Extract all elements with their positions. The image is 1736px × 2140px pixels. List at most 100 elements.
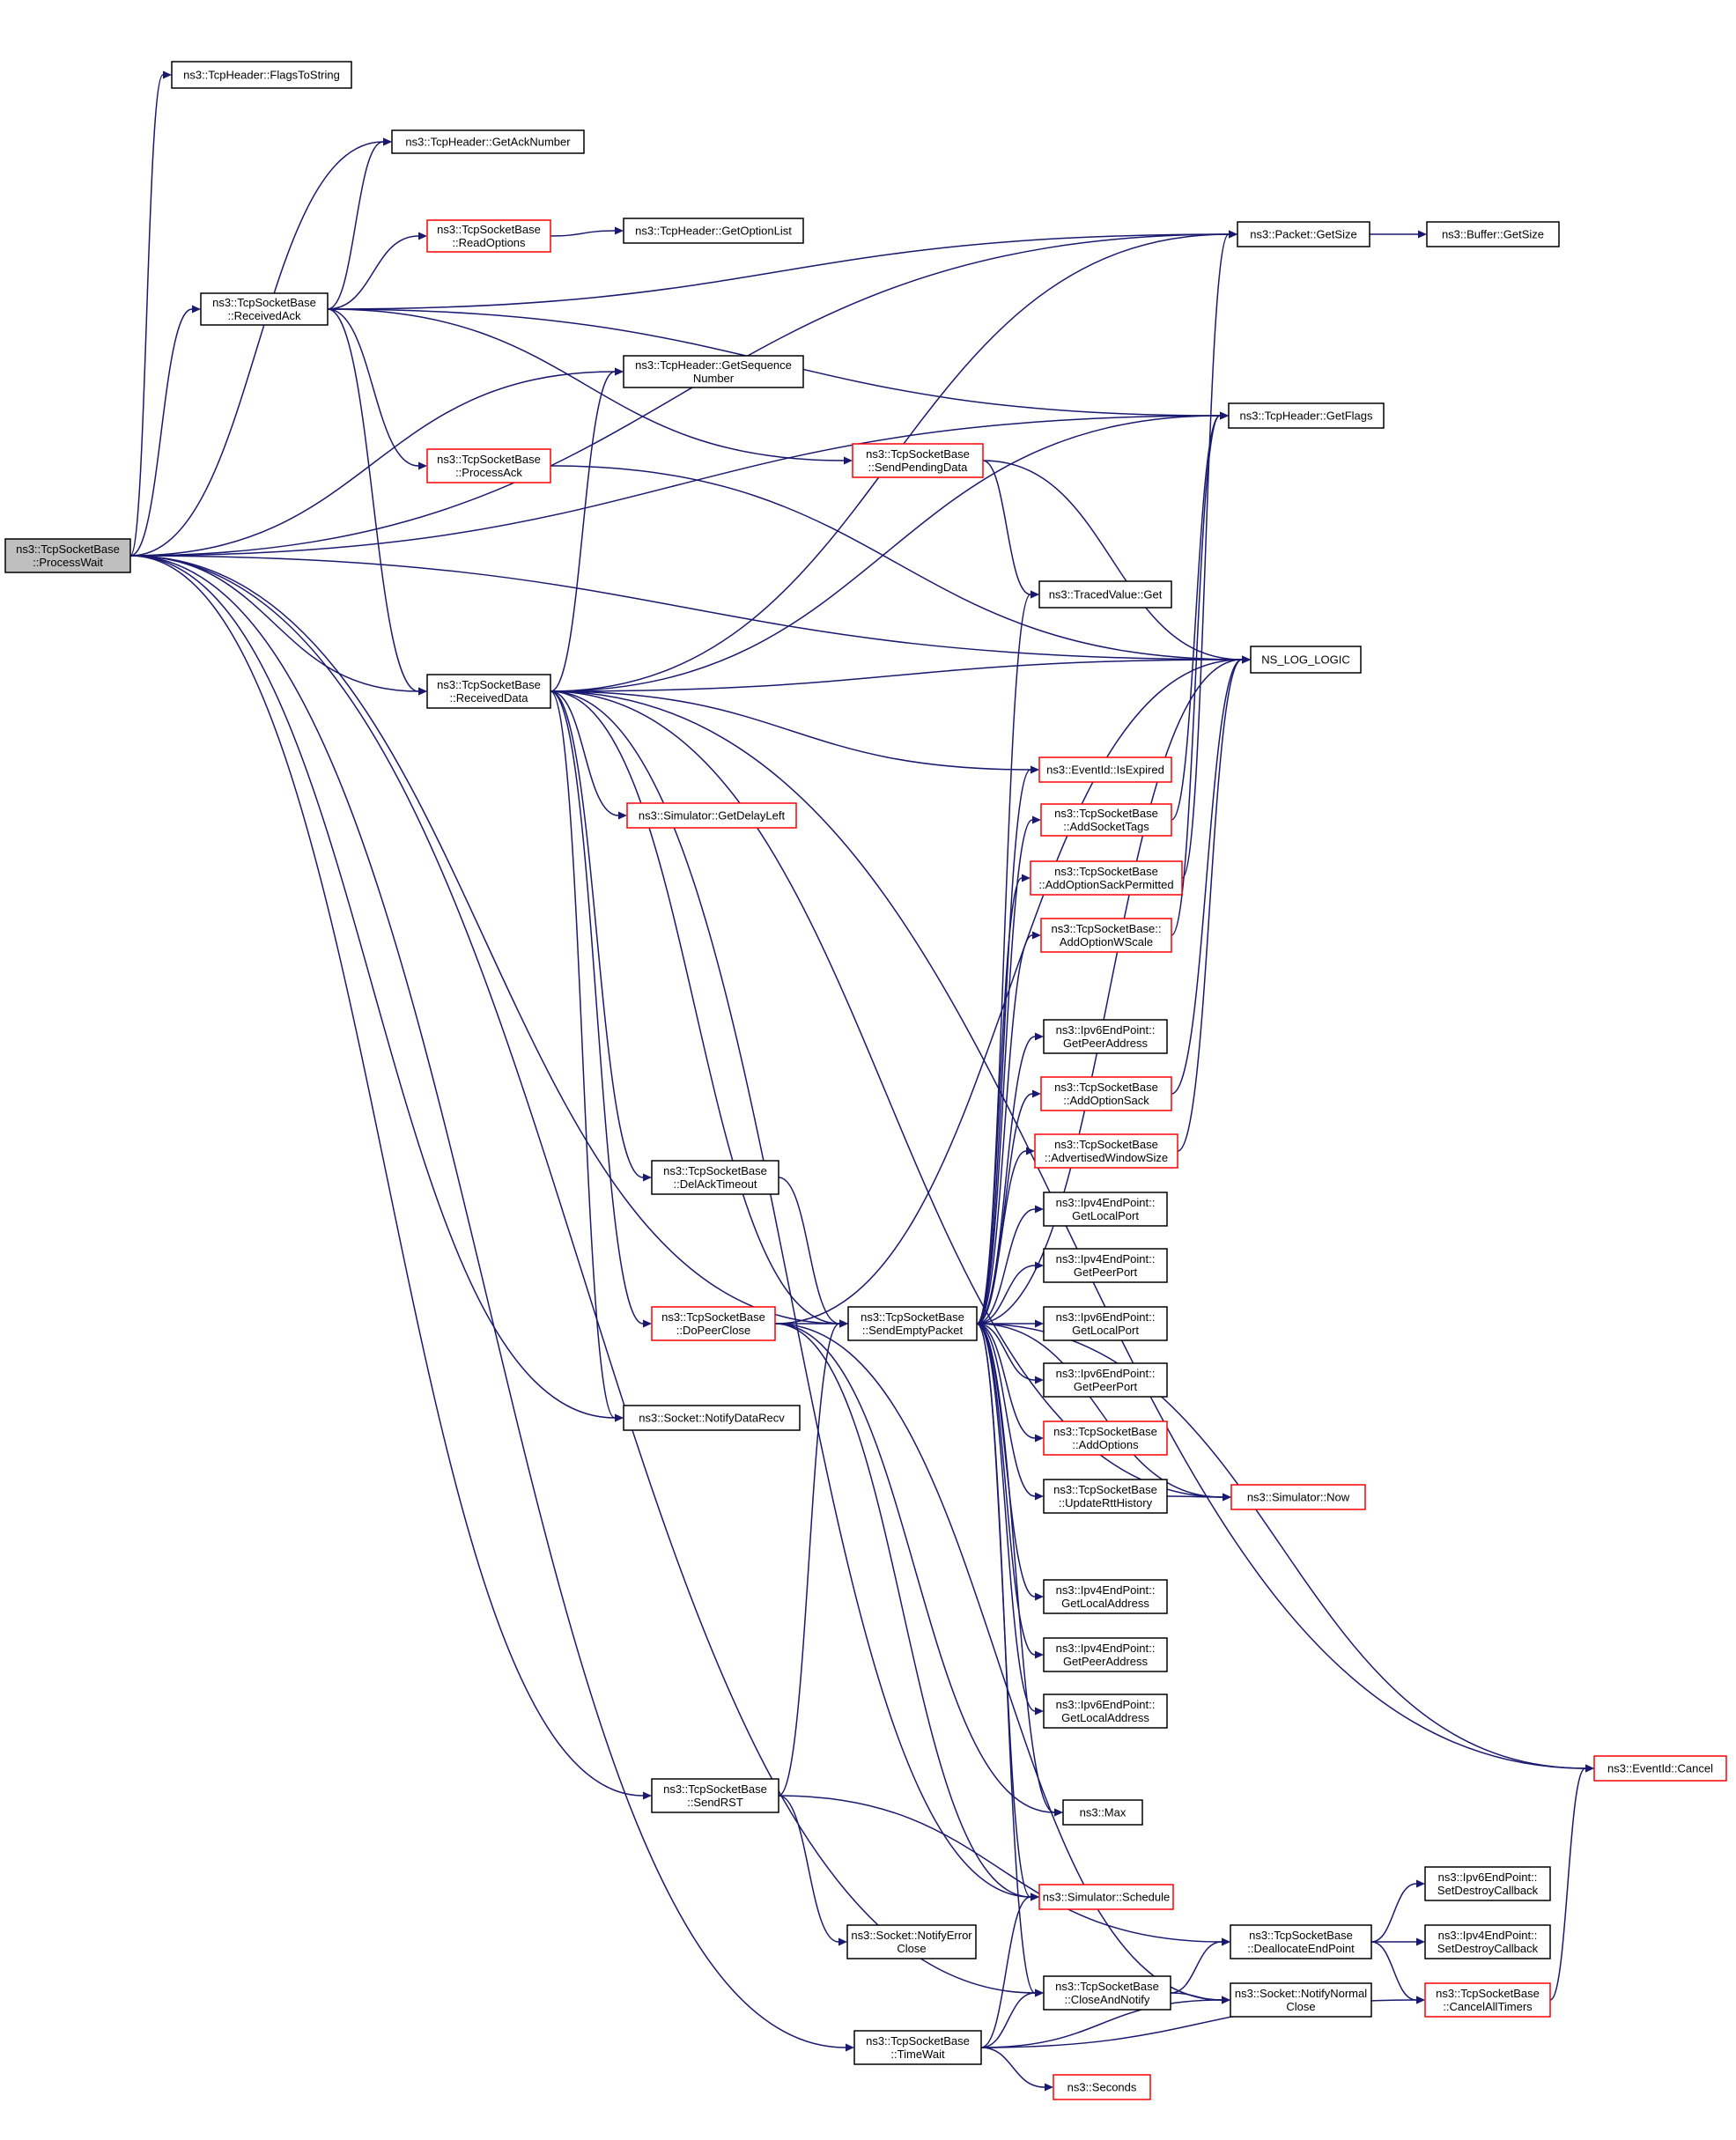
node-received-data[interactable]: ns3::TcpSocketBase::ReceivedData	[426, 674, 551, 709]
node-flags-to-string[interactable]: ns3::TcpHeader::FlagsToString	[171, 61, 352, 89]
node-advertised-window-size[interactable]: ns3::TcpSocketBase::AdvertisedWindowSize	[1034, 1133, 1178, 1169]
node-label: ns3::Buffer::GetSize	[1442, 228, 1544, 241]
call-edge	[327, 308, 845, 461]
node-event-id-cancel[interactable]: ns3::EventId::Cancel	[1593, 1755, 1727, 1782]
node-box	[1043, 1019, 1168, 1054]
node-close-and-notify[interactable]: ns3::TcpSocketBase::CloseAndNotify	[1043, 1975, 1171, 2011]
node-label: ns3::Ipv6EndPoint::	[1056, 1698, 1156, 1711]
node-read-options[interactable]: ns3::TcpSocketBase::ReadOptions	[426, 219, 551, 253]
call-edge-line	[327, 308, 845, 461]
node-box	[1250, 646, 1362, 674]
node-do-peer-close[interactable]: ns3::TcpSocketBase::DoPeerClose	[651, 1306, 776, 1341]
call-edge	[976, 1323, 1036, 1381]
call-edge-line	[976, 1265, 1036, 1325]
arrowhead-icon	[1418, 230, 1427, 239]
node-ipv6-get-local-port[interactable]: ns3::Ipv6EndPoint::GetLocalPort	[1043, 1306, 1168, 1341]
node-label: ::DelAckTimeout	[674, 1177, 757, 1191]
call-edge-line	[129, 555, 616, 1419]
call-edge	[129, 555, 419, 692]
node-ipv4-set-destroy-callback[interactable]: ns3::Ipv4EndPoint::SetDestroyCallback	[1424, 1924, 1551, 1959]
node-add-socket-tags[interactable]: ns3::TcpSocketBase::AddSocketTags	[1040, 803, 1172, 837]
node-simulator-schedule[interactable]: ns3::Simulator::Schedule	[1038, 1884, 1174, 1910]
node-box	[1230, 1924, 1372, 1959]
node-ipv4-get-peer-address[interactable]: ns3::Ipv4EndPoint::GetPeerAddress	[1043, 1637, 1168, 1672]
node-ipv6-get-peer-address[interactable]: ns3::Ipv6EndPoint::GetPeerAddress	[1043, 1019, 1168, 1054]
call-edge	[327, 308, 419, 692]
node-ipv4-get-peer-port[interactable]: ns3::Ipv4EndPoint::GetPeerPort	[1043, 1248, 1168, 1283]
node-packet-get-size[interactable]: ns3::Packet::GetSize	[1237, 221, 1370, 247]
node-ns-log-logic[interactable]: NS_LOG_LOGIC	[1250, 646, 1362, 674]
node-add-option-sack-permitted[interactable]: ns3::TcpSocketBase::AddOptionSackPermitt…	[1030, 860, 1183, 896]
node-ipv4-get-local-port[interactable]: ns3::Ipv4EndPoint::GetLocalPort	[1043, 1192, 1168, 1227]
node-get-ack-number[interactable]: ns3::TcpHeader::GetAckNumber	[391, 129, 585, 154]
node-ipv6-set-destroy-callback[interactable]: ns3::Ipv6EndPoint::SetDestroyCallback	[1424, 1866, 1551, 1901]
call-edge-line	[976, 1323, 1223, 1498]
node-label: NS_LOG_LOGIC	[1261, 653, 1349, 667]
node-get-flags[interactable]: ns3::TcpHeader::GetFlags	[1228, 402, 1385, 429]
node-process-wait[interactable]: ns3::TcpSocketBase::ProcessWait	[4, 538, 131, 573]
node-send-r-s-t[interactable]: ns3::TcpSocketBase::SendRST	[651, 1778, 779, 1813]
node-box	[651, 1160, 779, 1195]
node-ipv6-get-local-address[interactable]: ns3::Ipv6EndPoint::GetLocalAddress	[1043, 1694, 1168, 1729]
node-box	[426, 219, 551, 253]
node-box	[1043, 1248, 1168, 1283]
node-label: ns3::TcpHeader::GetSequence	[635, 358, 792, 372]
call-edge	[1170, 1941, 1223, 1994]
node-label: ns3::Ipv6EndPoint::	[1056, 1310, 1156, 1324]
call-edge	[1171, 659, 1243, 1095]
node-simulator-now[interactable]: ns3::Simulator::Now	[1230, 1484, 1366, 1510]
call-edge	[1549, 1767, 1586, 2001]
node-notify-data-recv[interactable]: ns3::Socket::NotifyDataRecv	[623, 1405, 801, 1431]
call-edge-line	[976, 877, 1023, 1325]
node-add-options[interactable]: ns3::TcpSocketBase::AddOptions	[1043, 1421, 1168, 1456]
node-seconds[interactable]: ns3::Seconds	[1053, 2074, 1151, 2100]
node-deallocate-end-point[interactable]: ns3::TcpSocketBase::DeallocateEndPoint	[1230, 1924, 1372, 1959]
call-edge	[550, 230, 616, 237]
call-edge-line	[778, 1795, 1223, 1943]
call-edge-line	[129, 555, 419, 692]
call-edge-line	[129, 233, 1230, 557]
call-edge	[1370, 1941, 1417, 2001]
node-box	[1053, 2074, 1151, 2100]
node-ipv6-get-peer-port[interactable]: ns3::Ipv6EndPoint::GetPeerPort	[1043, 1362, 1168, 1398]
arrowhead-icon	[1031, 765, 1039, 774]
node-send-empty-packet[interactable]: ns3::TcpSocketBase::SendEmptyPacket	[847, 1306, 978, 1341]
node-max[interactable]: ns3::Max	[1062, 1799, 1143, 1826]
arrowhead-icon	[1220, 411, 1229, 420]
node-label: AddOptionWScale	[1060, 935, 1153, 948]
node-send-pending-data[interactable]: ns3::TcpSocketBase::SendPendingData	[852, 443, 984, 478]
call-edge	[982, 460, 1031, 595]
node-received-ack[interactable]: ns3::TcpSocketBase::ReceivedAck	[200, 292, 329, 326]
call-edge-line	[980, 1999, 1223, 2048]
node-get-option-list[interactable]: ns3::TcpHeader::GetOptionList	[623, 218, 804, 244]
call-edge	[976, 1323, 1036, 1656]
node-time-wait[interactable]: ns3::TcpSocketBase::TimeWait	[853, 2030, 982, 2065]
node-update-rtt-history[interactable]: ns3::TcpSocketBase::UpdateRttHistory	[1043, 1479, 1168, 1514]
node-cancel-all-timers[interactable]: ns3::TcpSocketBase::CancelAllTimers	[1424, 1982, 1551, 2018]
node-label: ns3::TcpSocketBase	[1054, 865, 1158, 878]
node-label: ns3::TcpSocketBase::	[1051, 922, 1161, 935]
call-edge-line	[1171, 415, 1221, 821]
node-is-expired[interactable]: ns3::EventId::IsExpired	[1038, 756, 1172, 783]
call-edge-line	[982, 460, 1243, 660]
node-add-option-sack[interactable]: ns3::TcpSocketBase::AddOptionSack	[1040, 1076, 1172, 1111]
node-buffer-get-size[interactable]: ns3::Buffer::GetSize	[1426, 221, 1560, 247]
node-label: ::CloseAndNotify	[1065, 1993, 1150, 2006]
node-traced-value-get[interactable]: ns3::TracedValue::Get	[1038, 580, 1172, 609]
call-edge	[550, 690, 1031, 1898]
arrowhead-icon	[1035, 1707, 1044, 1716]
call-edge-line	[129, 415, 1221, 557]
call-edge	[774, 1323, 1031, 1898]
node-del-ack-timeout[interactable]: ns3::TcpSocketBase::DelAckTimeout	[651, 1160, 779, 1195]
node-process-ack[interactable]: ns3::TcpSocketBase::ProcessAck	[426, 448, 551, 483]
node-label: GetPeerPort	[1074, 1266, 1138, 1279]
node-ipv4-get-local-address[interactable]: ns3::Ipv4EndPoint::GetLocalAddress	[1043, 1579, 1168, 1614]
arrowhead-icon	[418, 687, 427, 696]
call-edge	[976, 1150, 1027, 1325]
node-get-delay-left[interactable]: ns3::Simulator::GetDelayLeft	[626, 802, 797, 829]
node-add-option-w-scale[interactable]: ns3::TcpSocketBase::AddOptionWScale	[1040, 918, 1172, 953]
arrowhead-icon	[1416, 1879, 1425, 1888]
